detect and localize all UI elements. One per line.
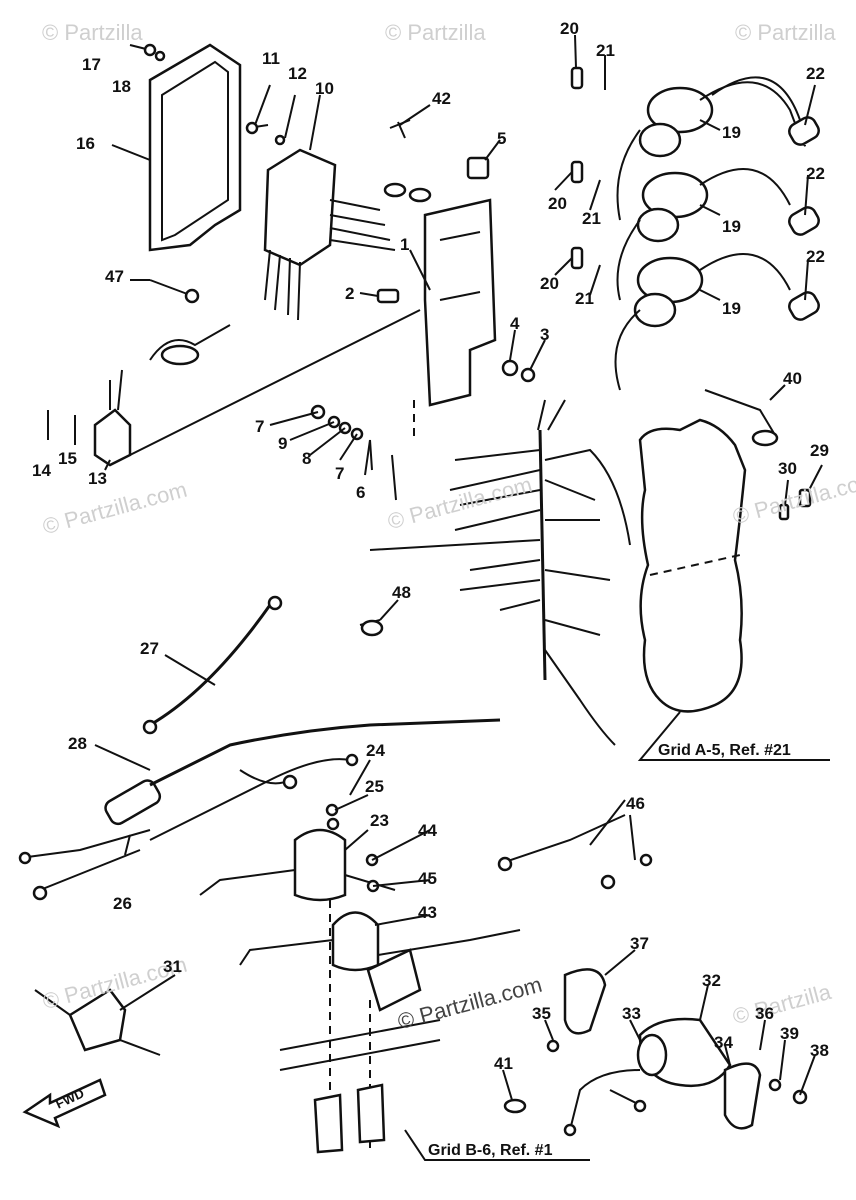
grid-ref-a5: Grid A-5, Ref. #21 (658, 742, 791, 759)
part-label: 44 (418, 821, 437, 840)
fwd-arrow (22, 1078, 107, 1129)
part-label: 22 (806, 64, 825, 83)
part-label: 24 (366, 741, 385, 760)
part-label: 20 (560, 19, 579, 38)
part-label: 7 (255, 417, 265, 436)
part-label: 5 (497, 129, 507, 148)
part-label: 4 (510, 314, 520, 333)
part-label: 38 (810, 1041, 829, 1060)
bracket-1 (423, 198, 497, 407)
cdi-unit-16 (148, 43, 242, 252)
part-label: 27 (140, 639, 159, 658)
wire-harness (369, 399, 631, 746)
ignition-coil-top (638, 76, 806, 158)
part-label: 35 (532, 1004, 551, 1023)
part-label: 39 (780, 1024, 799, 1043)
part-label: 20 (540, 274, 559, 293)
part-label: 12 (288, 64, 307, 83)
ignition-coil-middle (636, 168, 791, 243)
part-label: 31 (163, 957, 182, 976)
part-label: 21 (596, 41, 615, 60)
part-label: 32 (702, 971, 721, 990)
part-label: 37 (630, 934, 649, 953)
part-label: 13 (88, 469, 107, 488)
relay-23 (293, 828, 347, 902)
relay-43 (331, 911, 380, 972)
part-label: 26 (113, 894, 132, 913)
part-label: 46 (626, 794, 645, 813)
part-label: 3 (540, 325, 550, 344)
part-label: 48 (392, 583, 411, 602)
part-label: 18 (112, 77, 131, 96)
part-label: 36 (755, 1004, 774, 1023)
part-label: 15 (58, 449, 77, 468)
part-label: 21 (582, 209, 601, 228)
part-label: 30 (778, 459, 797, 478)
watermark: © Partzilla (42, 20, 143, 45)
main-switch-28 (104, 779, 162, 826)
grid-ref-b6: Grid B-6, Ref. #1 (428, 1142, 553, 1159)
part-label: 33 (622, 1004, 641, 1023)
part-label: 47 (105, 267, 124, 286)
part-label: 10 (315, 79, 334, 98)
part-label: 2 (345, 284, 355, 303)
part-label: 45 (418, 869, 437, 888)
part-label: 14 (32, 461, 51, 480)
part-label: 19 (722, 123, 741, 142)
part-label: 25 (365, 777, 384, 796)
part-label: 42 (432, 89, 451, 108)
watermark: © Partzilla (385, 20, 486, 45)
part-label: 22 (806, 164, 825, 183)
part-label: 6 (356, 483, 366, 502)
part-label: 22 (806, 247, 825, 266)
part-label: 34 (714, 1033, 733, 1052)
rectifier-10 (263, 148, 337, 267)
part-label: 41 (494, 1054, 513, 1073)
watermark: © Partzilla (735, 20, 836, 45)
part-label: 19 (722, 299, 741, 318)
part-label: 19 (722, 217, 741, 236)
part-label: 43 (418, 903, 437, 922)
part-label: 17 (82, 55, 101, 74)
part-label: 28 (68, 734, 87, 753)
part-label: 16 (76, 134, 95, 153)
part-label: 11 (262, 49, 280, 68)
ignition-coil-bottom (633, 253, 791, 328)
part-label: 7 (335, 464, 345, 483)
part-label: 20 (548, 194, 567, 213)
part-label: 21 (575, 289, 594, 308)
part-label: 40 (783, 369, 802, 388)
part-label: 1 (400, 235, 410, 254)
bracket-31 (68, 988, 127, 1052)
part-label: 8 (302, 449, 312, 468)
bracket-13 (93, 408, 132, 467)
part-label: 29 (810, 441, 829, 460)
part-label: 9 (278, 434, 288, 453)
part-label: 23 (370, 811, 389, 830)
